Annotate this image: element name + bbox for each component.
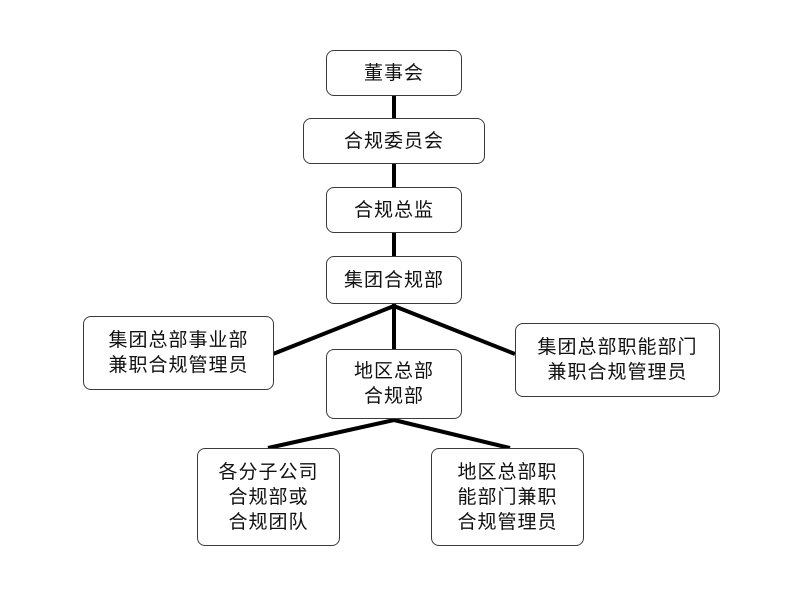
compliance-committee-label: 合规委员会 [343, 129, 444, 152]
connector-regional-left-branch [267, 418, 395, 450]
hq-functional-dept-officers-line-1: 集团总部职能部门 [537, 336, 698, 358]
subsidiary-compliance-line-2: 合规部或 [228, 485, 309, 508]
connector-hub-left-branch [272, 304, 395, 356]
compliance-committee-box: 合规委员会 [303, 118, 485, 164]
regional-functional-officers-line-1: 地区总部职 [457, 460, 558, 483]
connector-hub-right-branch [393, 304, 516, 356]
group-compliance-dept-label: 集团合规部 [343, 268, 444, 291]
board-box: 董事会 [326, 50, 462, 96]
hq-business-dept-officers-box: 集团总部事业部 兼职合规管理员 [83, 316, 274, 390]
hq-business-dept-officers-line-1: 集团总部事业部 [108, 329, 249, 351]
subsidiary-compliance-line-3: 合规团队 [228, 510, 309, 533]
connector-regional-right-branch [393, 418, 511, 450]
hq-functional-dept-officers-line-2: 兼职合规管理员 [547, 361, 688, 383]
regional-hq-compliance-line-2: 合规部 [363, 385, 424, 407]
subsidiary-compliance-line-1: 各分子公司 [218, 460, 319, 483]
regional-functional-officers-line-2: 能部门兼职 [457, 485, 558, 508]
chief-compliance-officer-box: 合规总监 [326, 187, 462, 233]
hq-business-dept-officers-line-2: 兼职合规管理员 [108, 354, 249, 376]
board-label: 董事会 [363, 61, 424, 84]
hq-functional-dept-officers-box: 集团总部职能部门 兼职合规管理员 [515, 323, 720, 397]
regional-functional-officers-box: 地区总部职 能部门兼职 合规管理员 [431, 448, 584, 546]
group-compliance-dept-box: 集团合规部 [326, 256, 462, 304]
regional-hq-compliance-line-1: 地区总部 [353, 360, 434, 382]
subsidiary-compliance-box: 各分子公司 合规部或 合规团队 [197, 448, 340, 546]
chief-compliance-officer-label: 合规总监 [353, 198, 434, 221]
regional-functional-officers-line-3: 合规管理员 [457, 510, 558, 533]
regional-hq-compliance-box: 地区总部 合规部 [326, 349, 462, 419]
